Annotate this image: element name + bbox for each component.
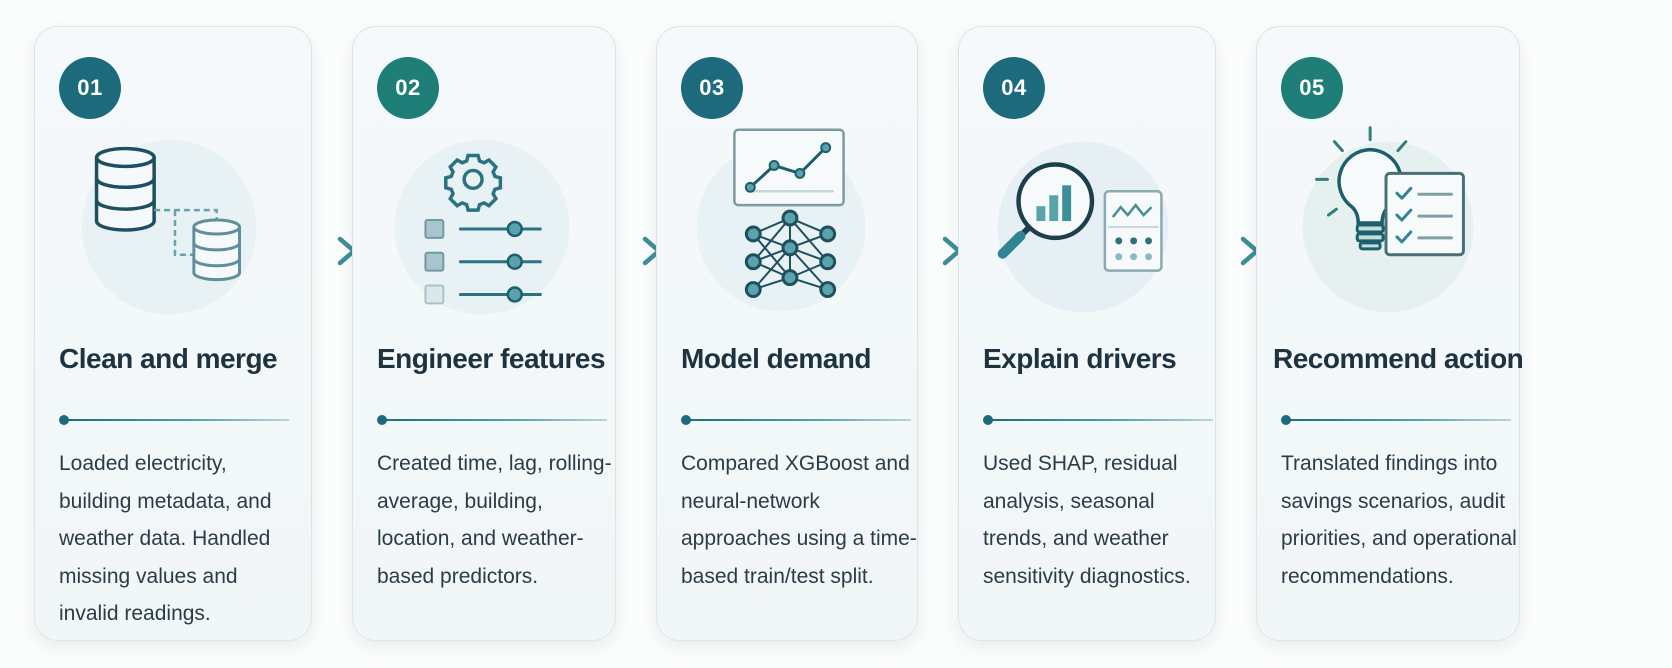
step-number-badge: 05	[1281, 57, 1343, 119]
gear-sliders-icon	[394, 139, 570, 315]
step-card-3: 03 Model demand Compared XGBoost and neu…	[656, 26, 918, 641]
step-divider	[983, 414, 1213, 426]
step-title: Explain drivers	[983, 343, 1177, 374]
step-number-badge: 01	[59, 57, 121, 119]
step-title: Recommend action	[1273, 343, 1524, 374]
step-number-badge: 04	[983, 57, 1045, 119]
step-description: Compared XGBoost and neural-network appr…	[681, 452, 917, 588]
step-title: Engineer features	[377, 343, 606, 374]
step-card-2: 02 Engineer features Created time, lag, …	[352, 26, 616, 641]
step-description: Loaded electricity, building metadata, a…	[59, 452, 272, 625]
magnifier-chart-icon	[997, 141, 1169, 313]
step-card-4: 04 Explain drivers Used SHAP, residual a…	[958, 26, 1216, 641]
step-number-badge: 03	[681, 57, 743, 119]
step-card-5: 05 Recommend acti	[1256, 26, 1524, 641]
step-number-badge: 02	[377, 57, 439, 119]
lightbulb-checklist-icon	[1302, 126, 1474, 313]
neural-network-chart-icon	[696, 128, 866, 312]
step-description: Used SHAP, residual analysis, seasonal t…	[983, 452, 1191, 588]
step-title: Model demand	[681, 343, 872, 374]
step-description: Translated findings into savings scenari…	[1281, 452, 1517, 588]
database-merge-icon	[81, 139, 257, 315]
step-title: Clean and merge	[59, 343, 278, 374]
step-divider	[1281, 414, 1511, 426]
step-divider	[681, 414, 911, 426]
step-card-1: 01 Clean and merge Loaded electricity, b…	[34, 26, 312, 641]
step-description: Created time, lag, rolling-average, buil…	[377, 452, 612, 588]
step-divider	[59, 414, 289, 426]
step-divider	[377, 414, 607, 426]
